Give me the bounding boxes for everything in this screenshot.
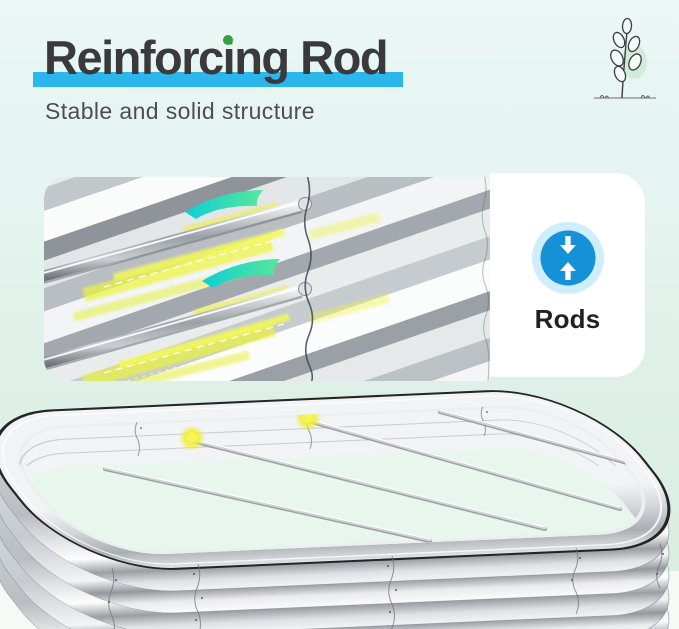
panel-seam-line-2 <box>481 177 490 381</box>
seedling-sketch-icon <box>594 17 656 99</box>
teal-arrow-icons <box>185 190 280 288</box>
page-subtitle: Stable and solid structure <box>45 98 315 124</box>
outer-panel-seams <box>108 543 663 629</box>
callout-label: Rods <box>534 304 601 334</box>
title-post: ng Rod <box>234 31 388 84</box>
title-accent-letter: i <box>222 31 236 84</box>
galvanized-raised-bed-photo <box>0 390 671 629</box>
rods-closeup-photo <box>44 177 490 381</box>
title-highlight-bar <box>33 72 403 87</box>
page-title: Reinforcing Rod <box>44 31 389 84</box>
dashed-guides <box>88 238 285 381</box>
compress-arrows-icon <box>531 222 604 294</box>
title-pre: Reinforc <box>44 31 224 84</box>
rim-highlight <box>1 395 663 565</box>
rim-outline <box>0 390 671 570</box>
panel-seam-line <box>303 177 314 381</box>
callout-card: Rods <box>490 173 645 377</box>
